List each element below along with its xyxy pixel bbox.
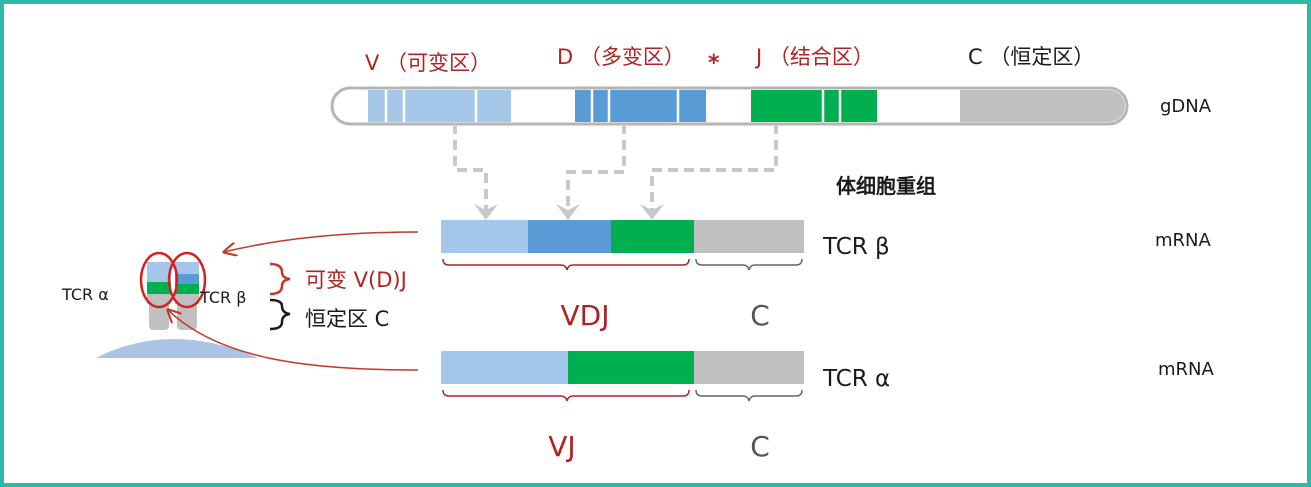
gdna-v-segment <box>368 90 511 122</box>
t-cell-illustration <box>96 251 258 358</box>
alpha-chain-variable-top <box>147 262 171 282</box>
gdna-j-label: J （结合区） <box>754 45 874 69</box>
tcr-alpha-mrna-bar <box>441 351 804 384</box>
beta-c-segment <box>694 220 804 253</box>
alpha-v-segment <box>441 351 568 384</box>
alpha-vj-label: VJ <box>548 430 575 463</box>
beta-j-segment <box>611 220 694 253</box>
alpha-expression-arrow <box>168 310 419 371</box>
alpha-j-segment <box>568 351 694 384</box>
receptor-constant-label: 恒定区 C <box>305 307 389 331</box>
beta-vdj-brace <box>442 258 690 271</box>
gdna-d-segment <box>575 90 706 122</box>
tcr-beta-mrna-bar <box>441 220 804 253</box>
beta-variable-highlight <box>167 251 207 309</box>
receptor-variable-label: 可变 V(D)J <box>305 268 407 292</box>
beta-c-brace <box>695 258 803 271</box>
recombination-arrowheads <box>474 204 664 220</box>
beta-vdj-label: VDJ <box>561 299 610 332</box>
gdna-bar <box>330 86 1129 126</box>
alpha-chain-variable-bottom <box>147 282 171 294</box>
beta-chain-variable-top <box>175 262 199 274</box>
tcr-beta-type: mRNA <box>1155 230 1212 251</box>
variable-brace <box>269 262 291 296</box>
gdna-j-segment <box>751 90 877 122</box>
tcr-alpha-type: mRNA <box>1158 359 1215 380</box>
recombination-label: 体细胞重组 <box>836 174 936 198</box>
tcr-alpha-label: TCR α <box>822 366 890 392</box>
gdna-name-label: gDNA <box>1160 96 1212 117</box>
beta-chain-constant <box>175 294 199 304</box>
beta-expression-arrow <box>224 231 419 252</box>
alpha-vj-brace <box>442 389 690 402</box>
beta-v-segment <box>441 220 528 253</box>
constant-brace <box>269 298 291 331</box>
beta-chain-variable-mid <box>175 274 199 284</box>
gdna-d-label: D （多变区） <box>557 45 685 69</box>
gdna-segment-dividers <box>384 90 842 122</box>
alpha-c-brace <box>695 389 803 402</box>
gdna-c-segment <box>960 90 1125 122</box>
alpha-c-segment <box>694 351 804 384</box>
beta-c-label: C <box>750 299 770 332</box>
tcr-beta-label: TCR β <box>822 234 890 260</box>
receptor-alpha-label: TCR α <box>61 285 109 304</box>
gdna-c-label: C （恒定区） <box>968 45 1094 69</box>
alpha-chain-stalk <box>149 300 169 330</box>
beta-chain-variable-bottom <box>175 284 199 294</box>
gdna-asterisk: * <box>708 51 720 76</box>
cell-membrane <box>96 339 258 358</box>
beta-d-segment <box>528 220 611 253</box>
alpha-c-label: C <box>750 430 770 463</box>
recombination-arrows <box>453 124 778 212</box>
gdna-v-label: V （可变区） <box>365 51 491 75</box>
alpha-variable-highlight <box>139 251 179 309</box>
alpha-chain-constant <box>147 294 171 304</box>
receptor-beta-label: TCR β <box>199 288 246 307</box>
